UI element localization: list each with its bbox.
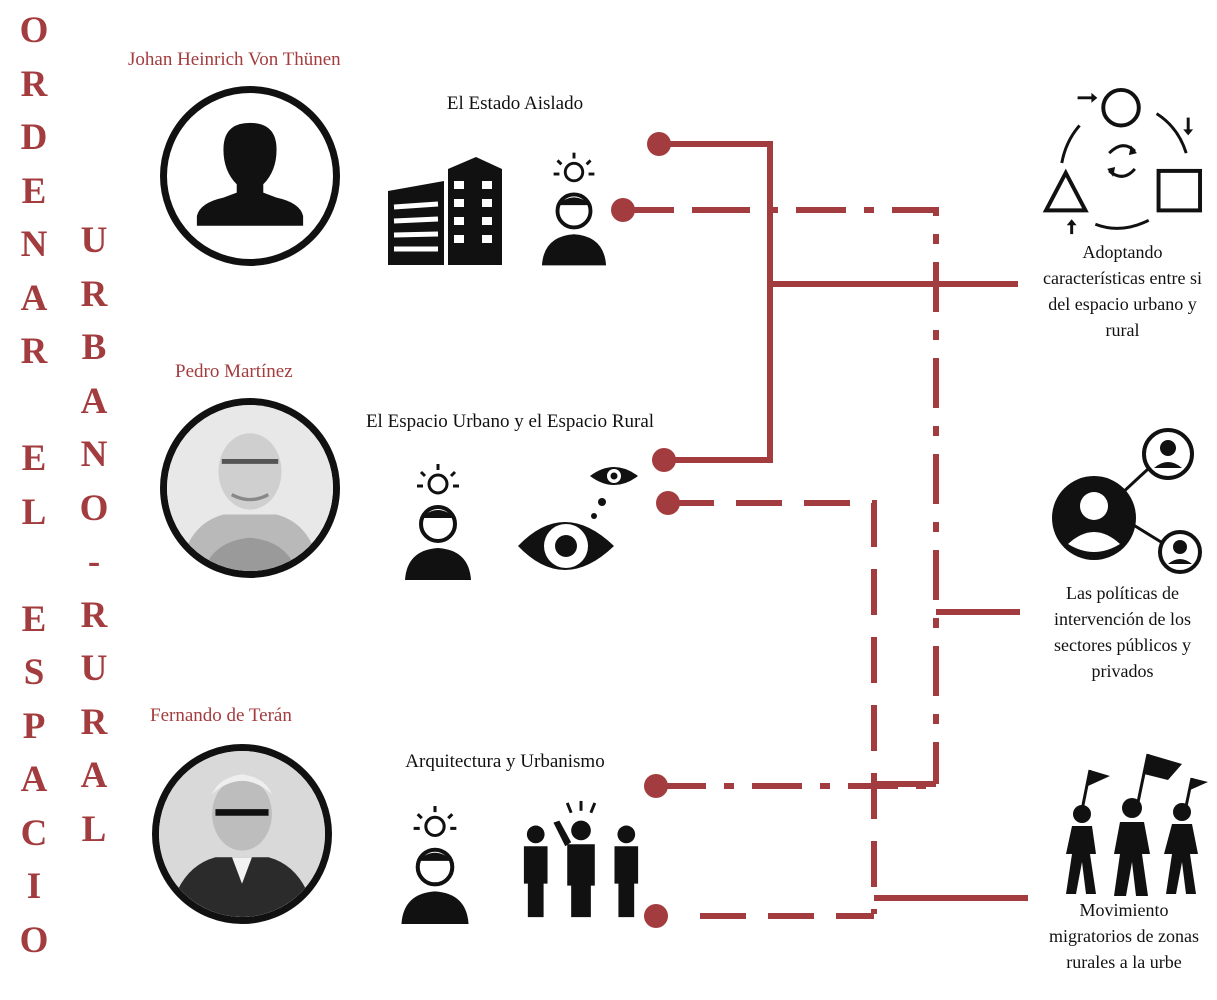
title-letter: A (80, 380, 108, 422)
idea-person-icon (405, 464, 471, 580)
author-name-teran: Fernando de Terán (150, 705, 292, 726)
idea-person-icon (401, 806, 469, 924)
title-letter: R (80, 594, 108, 636)
title-letter: O (19, 919, 49, 961)
outcome-text-politicas: Las políticas de intervención de los sec… (1054, 583, 1191, 681)
title-letter: N (20, 224, 48, 265)
protest-flags-icon (1066, 753, 1208, 896)
outcome-text-movimiento: Movimiento migratorios de zonas rurales … (1049, 900, 1199, 972)
title-letter: O (19, 10, 49, 51)
title-letter: U (80, 648, 108, 689)
title-letter: O (79, 487, 109, 529)
title-letter: L (81, 808, 107, 850)
portrait-martinez (160, 398, 340, 578)
connector-dot (656, 491, 680, 515)
connector-dot (652, 448, 676, 472)
connector-dot (647, 132, 671, 156)
person-photo-icon (167, 405, 333, 571)
title-letter: R (80, 701, 108, 743)
title-letter: E (21, 170, 47, 212)
work-title-estado-aislado: El Estado Aislado (446, 93, 584, 114)
title-letter: R (20, 331, 48, 372)
author-name-martinez: Pedro Martínez (175, 361, 293, 382)
user-silhouette-icon (196, 122, 304, 226)
title-letter: N (80, 434, 108, 475)
connector-dot (644, 774, 668, 798)
title-letter: E (21, 438, 47, 479)
title-letter: P (22, 705, 46, 747)
title-letter: A (20, 759, 48, 800)
title-letter: L (21, 491, 47, 533)
connector-solid-1 (660, 141, 773, 463)
title-letter: R (20, 63, 48, 105)
title-letter: - (87, 541, 101, 582)
cycle-shapes-icon (1042, 87, 1203, 235)
title-letter: S (23, 652, 45, 693)
connector-dashdot-2 (700, 207, 939, 784)
title-letter: R (80, 273, 108, 315)
title-letter: I (26, 866, 42, 907)
title-letter: E (21, 598, 47, 640)
portrait-vonthunen (160, 86, 340, 266)
person-photo-icon (159, 751, 325, 917)
network-people-icon (1052, 428, 1202, 574)
work-title-arquitectura: Arquitectura y Urbanismo (405, 751, 605, 772)
outcome-text-adoptando: Adoptando características entre si del e… (1043, 242, 1202, 340)
title-letter: A (80, 755, 108, 796)
eye-icon (518, 467, 638, 570)
connector-dot (644, 904, 668, 928)
author-name-vonthunen: Johan Heinrich Von Thünen (128, 49, 341, 70)
portrait-teran (152, 744, 332, 924)
title-letter: D (20, 117, 48, 158)
building-icon (388, 157, 502, 265)
connector-dashed-2 (668, 500, 877, 914)
title-letter: A (20, 277, 48, 319)
crowd-icon (523, 800, 639, 918)
title-letter: C (20, 812, 48, 854)
title-letter: B (81, 327, 107, 368)
title-letter: U (80, 220, 108, 261)
work-title-espacio-urbano: El Espacio Urbano y el Espacio Rural (365, 411, 655, 432)
connector-dot (611, 198, 635, 222)
idea-person-icon (541, 152, 607, 266)
